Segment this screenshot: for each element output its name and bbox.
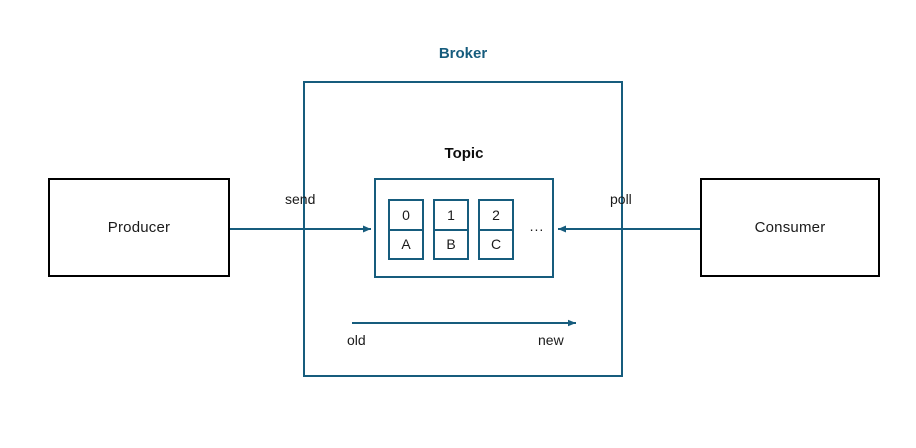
message-cell: 1 B [433, 199, 469, 260]
poll-label: poll [610, 191, 632, 207]
new-label: new [538, 332, 564, 348]
message-offset: 1 [435, 201, 467, 231]
producer-label: Producer [107, 219, 171, 236]
broker-title: Broker [438, 45, 488, 62]
message-value: C [490, 236, 502, 253]
message-value: A [401, 236, 411, 253]
consumer-node[interactable]: Consumer [700, 178, 880, 277]
message-value: B [446, 236, 456, 253]
producer-node[interactable]: Producer [48, 178, 230, 277]
message-offset: 0 [390, 201, 422, 231]
messages-ellipsis: ... [529, 218, 545, 234]
message-offset: 2 [480, 201, 512, 231]
topic-title: Topic [444, 145, 484, 162]
consumer-label: Consumer [754, 219, 826, 236]
old-label: old [347, 332, 366, 348]
send-label: send [285, 191, 316, 207]
message-cell: 2 C [478, 199, 514, 260]
message-cell: 0 A [388, 199, 424, 260]
